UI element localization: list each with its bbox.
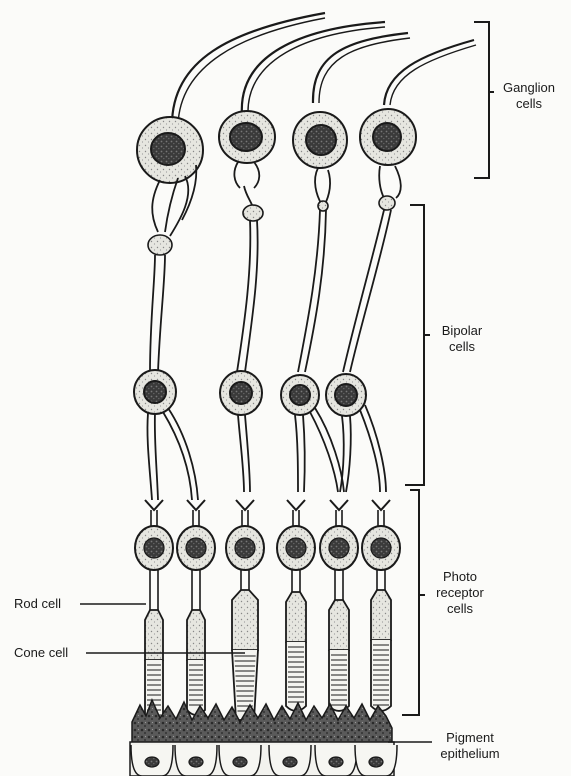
bracket-ganglion (474, 22, 494, 178)
bipolar-upper-processes (150, 210, 391, 372)
photoreceptor-cells (135, 500, 400, 725)
pigment-nucleus-4 (283, 757, 297, 767)
pigment-nucleus-6 (369, 757, 383, 767)
bipolar-lower-processes (147, 405, 386, 500)
rod-cell-6 (362, 500, 400, 711)
rod-cell-2 (177, 500, 215, 715)
pigment-nucleus-5 (329, 757, 343, 767)
label-cone-text: Cone cell (14, 645, 68, 660)
label-rod-text: Rod cell (14, 596, 61, 611)
rod-cell-5 (320, 500, 358, 711)
rod-cell-4 (277, 500, 315, 711)
pigment-epithelium (130, 700, 397, 776)
rod-cell-1 (135, 500, 173, 725)
pigment-nucleus-3 (233, 757, 247, 767)
bracket-bipolar (405, 205, 430, 485)
bracket-photo (402, 490, 425, 715)
pigment-nucleus-1 (145, 757, 159, 767)
ganglion-cell-bodies (137, 109, 416, 183)
label-cone-cell: Cone cell (14, 645, 68, 661)
cone-cell (226, 500, 264, 720)
pigment-nucleus-2 (189, 757, 203, 767)
label-rod-cell: Rod cell (14, 596, 61, 612)
ganglion-axons (172, 13, 476, 125)
